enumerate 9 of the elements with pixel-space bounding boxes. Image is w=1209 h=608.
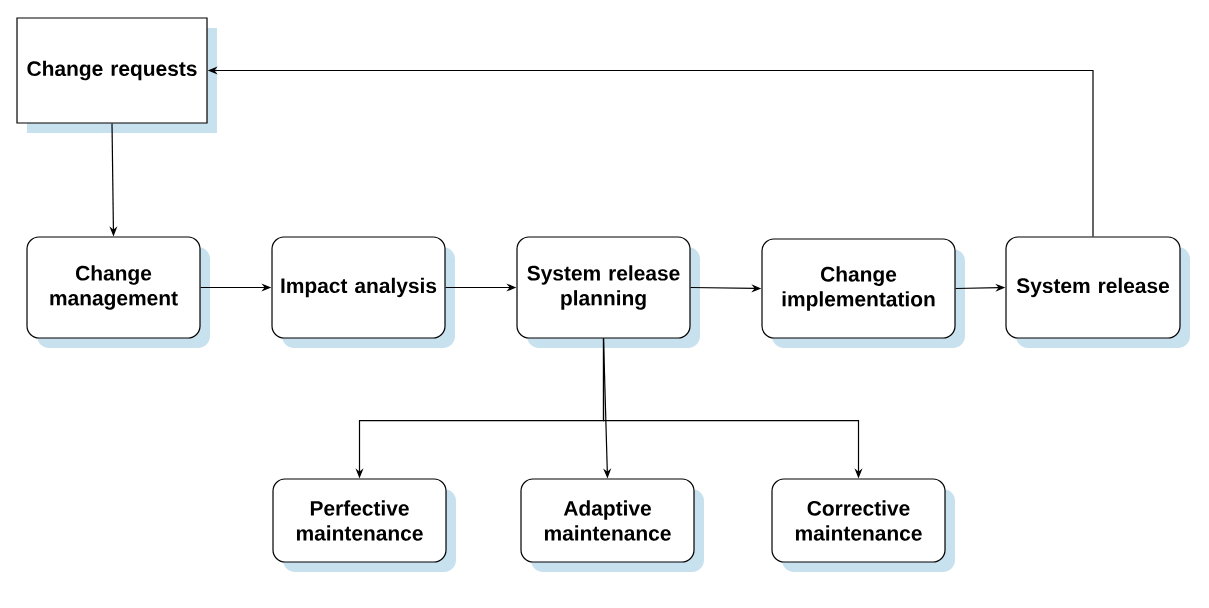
process-box: System release planning xyxy=(516,236,700,348)
process-box: Perfective maintenance xyxy=(272,478,456,572)
process-box: Change requests xyxy=(16,17,217,133)
process-box: Impact analysis xyxy=(271,236,455,348)
process-box: Change management xyxy=(26,236,210,348)
process-box: System release xyxy=(1005,236,1190,348)
process-box: Adaptive maintenance xyxy=(520,478,704,572)
process-box: Corrective maintenance xyxy=(771,478,955,572)
process-box: Change implementation xyxy=(761,238,965,348)
